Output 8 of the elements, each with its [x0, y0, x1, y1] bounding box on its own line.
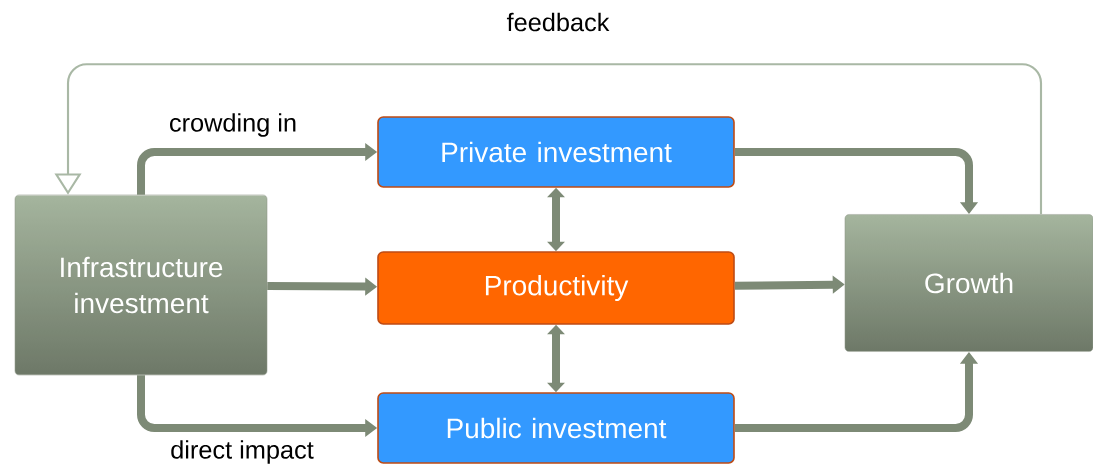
result-box: Growth	[844, 214, 1093, 352]
process-box: Private investment	[377, 116, 735, 188]
edge-label: feedback	[505, 11, 611, 33]
edge-label: direct impact	[168, 438, 316, 466]
process-box: Public investment	[377, 392, 735, 464]
process-box: Productivity	[377, 251, 735, 325]
edge-label: crowding in	[167, 111, 299, 139]
source-box: Infrastructure investment	[14, 194, 268, 376]
